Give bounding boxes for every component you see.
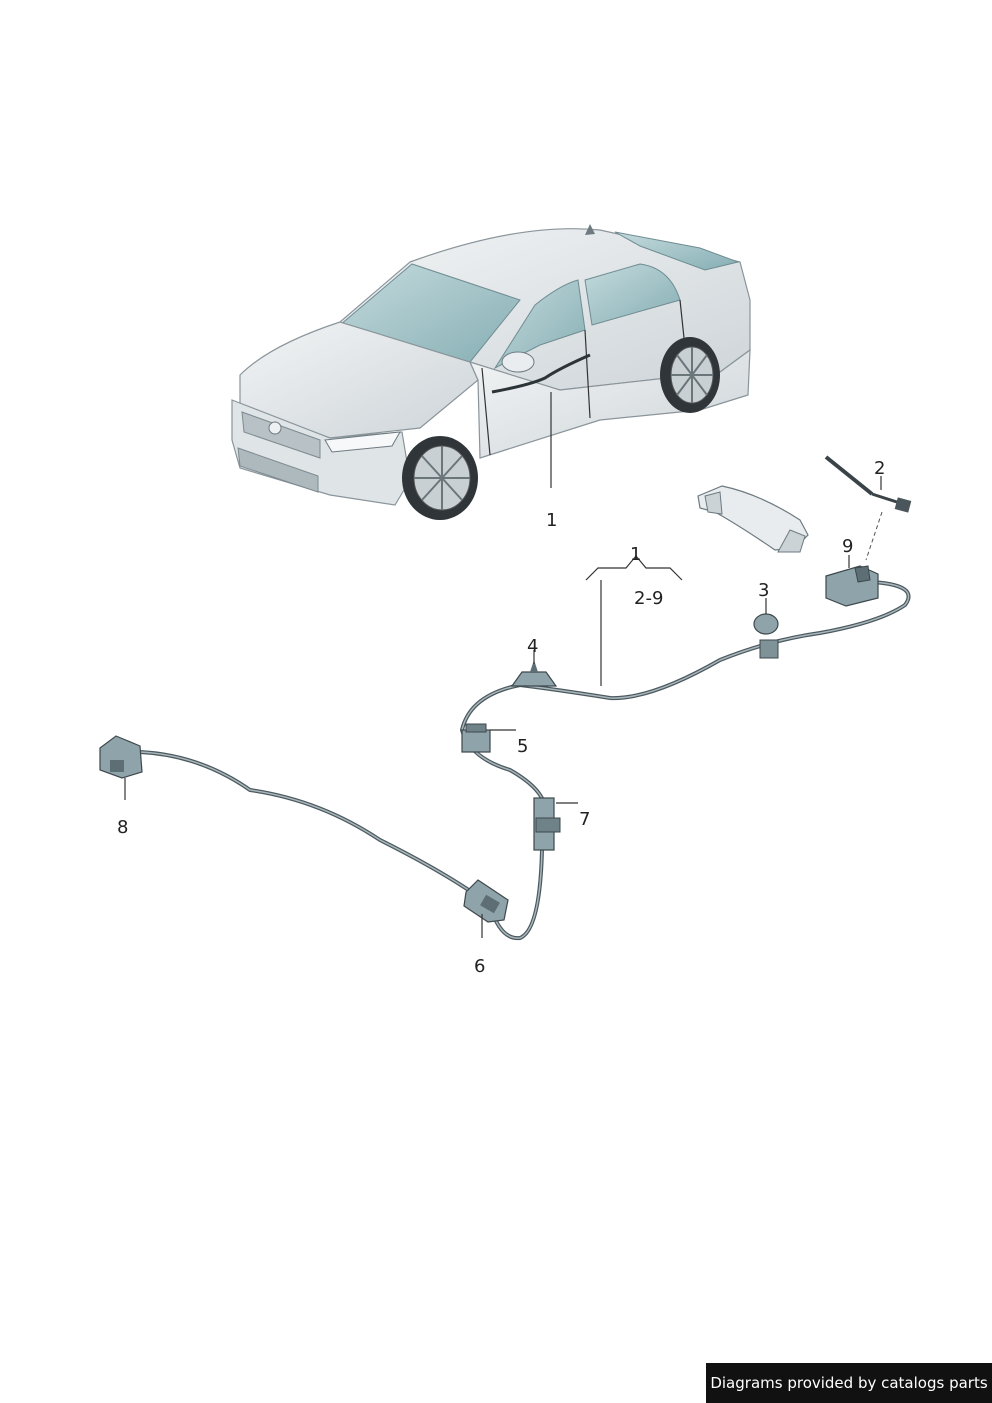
connector-5 [461,723,491,753]
clip-4 [510,660,558,687]
callout-1-car: 1 [546,510,557,531]
connector-8 [99,735,143,779]
callout-8: 8 [117,817,128,838]
car-rear-side-window [584,263,681,326]
front-wheel [402,436,478,520]
callout-2-9: 2-9 [634,588,663,609]
car-door-line-2 [584,329,591,419]
car-door-handle-harness [491,353,591,394]
car-hood [239,321,479,439]
callout-9: 9 [842,536,853,557]
credit-banner: Diagrams provided by catalogs parts [706,1363,992,1403]
door-handle-part [697,485,809,553]
callout-6: 6 [474,956,485,977]
car-rear-window [614,231,740,271]
connector-7 [533,797,561,851]
callout-3: 3 [758,580,769,601]
callout-4: 4 [527,636,538,657]
leader-2-dash [865,511,883,561]
connector-6 [463,879,509,923]
wiring-harness [138,580,911,941]
callout-2: 2 [874,458,885,479]
callout-7: 7 [579,809,590,830]
grommet-3 [753,613,779,659]
car-lower-grille [237,447,319,493]
car-front-side-window [493,279,586,370]
wiring-harness-highlight [139,581,910,939]
rear-wheel [660,337,720,413]
group-bracket [585,555,683,581]
car-headlight [324,431,401,453]
connector-9 [825,565,879,607]
car-grille [241,411,321,459]
callout-5: 5 [517,736,528,757]
car-mirror [501,351,535,373]
callout-1-group: 1 [630,544,641,565]
cable-tie-part [824,455,912,513]
car-door-line [481,367,491,456]
car-badge [268,421,282,435]
car-illustration [231,224,751,520]
car-antenna [585,224,595,235]
